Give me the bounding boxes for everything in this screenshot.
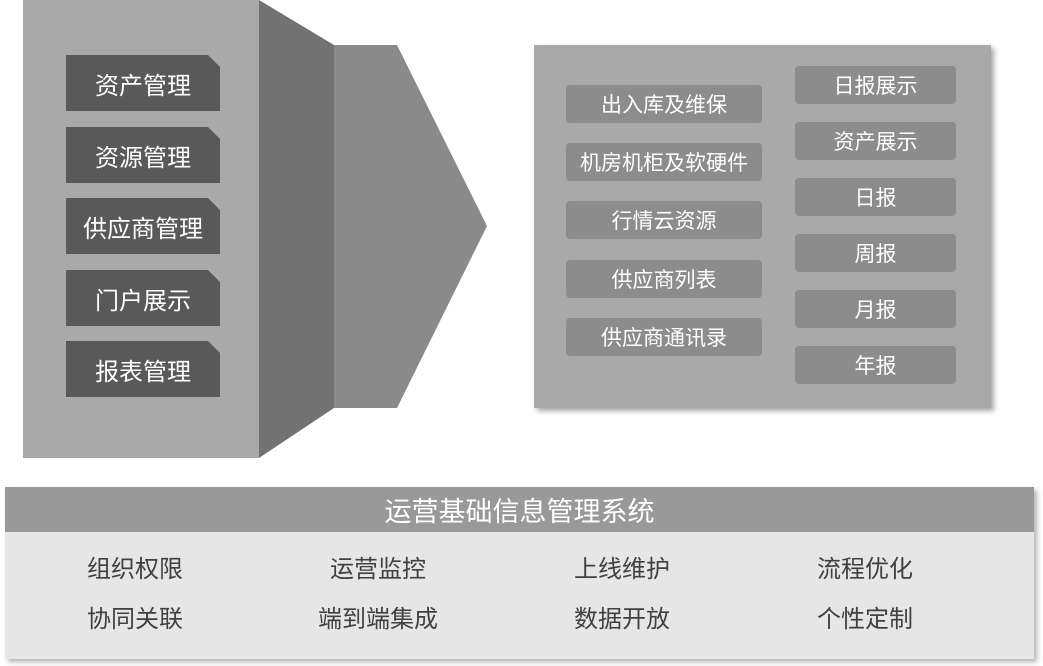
item-daily-report[interactable]: 日报 [795,178,956,216]
item-market-cloud-resources[interactable]: 行情云资源 [566,201,762,239]
capability-end-to-end-integration: 端到端集成 [318,605,438,633]
item-weekly-report[interactable]: 周报 [795,234,956,272]
arrow-head [334,45,487,408]
menu-item-resource-management[interactable]: 资源管理 [66,127,220,183]
funnel-side [259,0,334,458]
capability-personalization: 个性定制 [817,605,913,633]
menu-item-portal-display[interactable]: 门户展示 [66,270,220,326]
base-system-block: 运营基础信息管理系统 组织权限 运营监控 上线维护 流程优化 协同关联 端到端集… [5,487,1034,659]
menu-item-asset-management[interactable]: 资产管理 [66,55,220,111]
capability-process-optimization: 流程优化 [817,555,913,583]
capability-data-openness: 数据开放 [574,605,670,633]
capability-ops-monitoring: 运营监控 [330,555,426,583]
item-asset-display[interactable]: 资产展示 [795,122,956,160]
capability-deploy-maintenance: 上线维护 [574,555,670,583]
capability-org-permissions: 组织权限 [87,555,183,583]
item-monthly-report[interactable]: 月报 [795,290,956,328]
menu-item-report-management[interactable]: 报表管理 [66,341,220,397]
item-inbound-outbound-maintenance[interactable]: 出入库及维保 [566,85,762,123]
item-supplier-list[interactable]: 供应商列表 [566,260,762,298]
item-daily-report-display[interactable]: 日报展示 [795,66,956,104]
item-supplier-contacts[interactable]: 供应商通讯录 [566,318,762,356]
capability-collaboration: 协同关联 [87,605,183,633]
menu-item-supplier-management[interactable]: 供应商管理 [66,198,220,254]
base-system-title: 运营基础信息管理系统 [5,487,1034,532]
item-annual-report[interactable]: 年报 [795,346,956,384]
item-datacenter-racks-hardware[interactable]: 机房机柜及软硬件 [566,143,762,181]
